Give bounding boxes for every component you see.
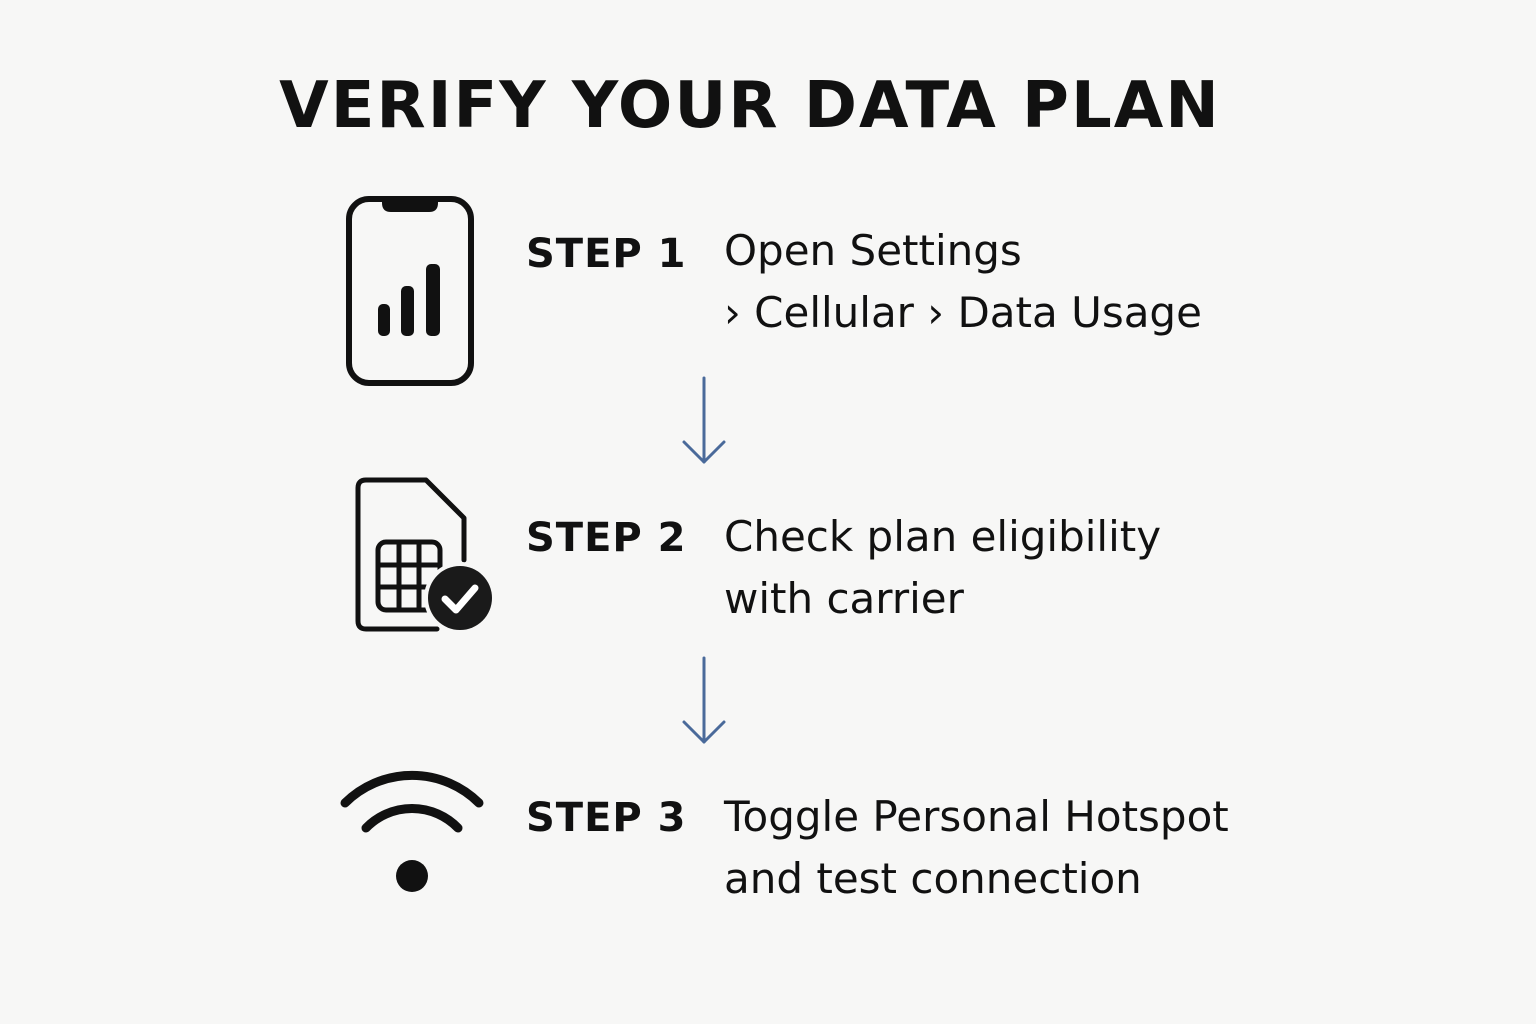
step-2-line-1: Check plan eligibility xyxy=(724,512,1162,561)
step-3-line-2: and test connection xyxy=(724,854,1142,903)
step-3-line-1: Toggle Personal Hotspot xyxy=(724,792,1229,841)
step-2-description: Check plan eligibility with carrier xyxy=(724,506,1161,630)
step-2-label: STEP 2 xyxy=(526,515,687,561)
step-3-description: Toggle Personal Hotspot and test connect… xyxy=(724,786,1229,910)
step-1-line-2: › Cellular › Data Usage xyxy=(724,288,1202,337)
page-title: VERIFY YOUR DATA PLAN xyxy=(279,69,1221,143)
step-1-line-1: Open Settings xyxy=(724,226,1022,275)
step-3-label: STEP 3 xyxy=(526,795,687,841)
phone-signal-icon xyxy=(346,196,474,386)
sim-card-check-icon xyxy=(355,477,496,634)
wifi-hotspot-icon xyxy=(340,770,484,892)
step-2-line-2: with carrier xyxy=(724,574,964,623)
arrow-down-icon xyxy=(682,376,726,464)
step-1-description: Open Settings › Cellular › Data Usage xyxy=(724,220,1202,344)
arrow-down-icon xyxy=(682,656,726,744)
step-1-label: STEP 1 xyxy=(526,231,687,277)
